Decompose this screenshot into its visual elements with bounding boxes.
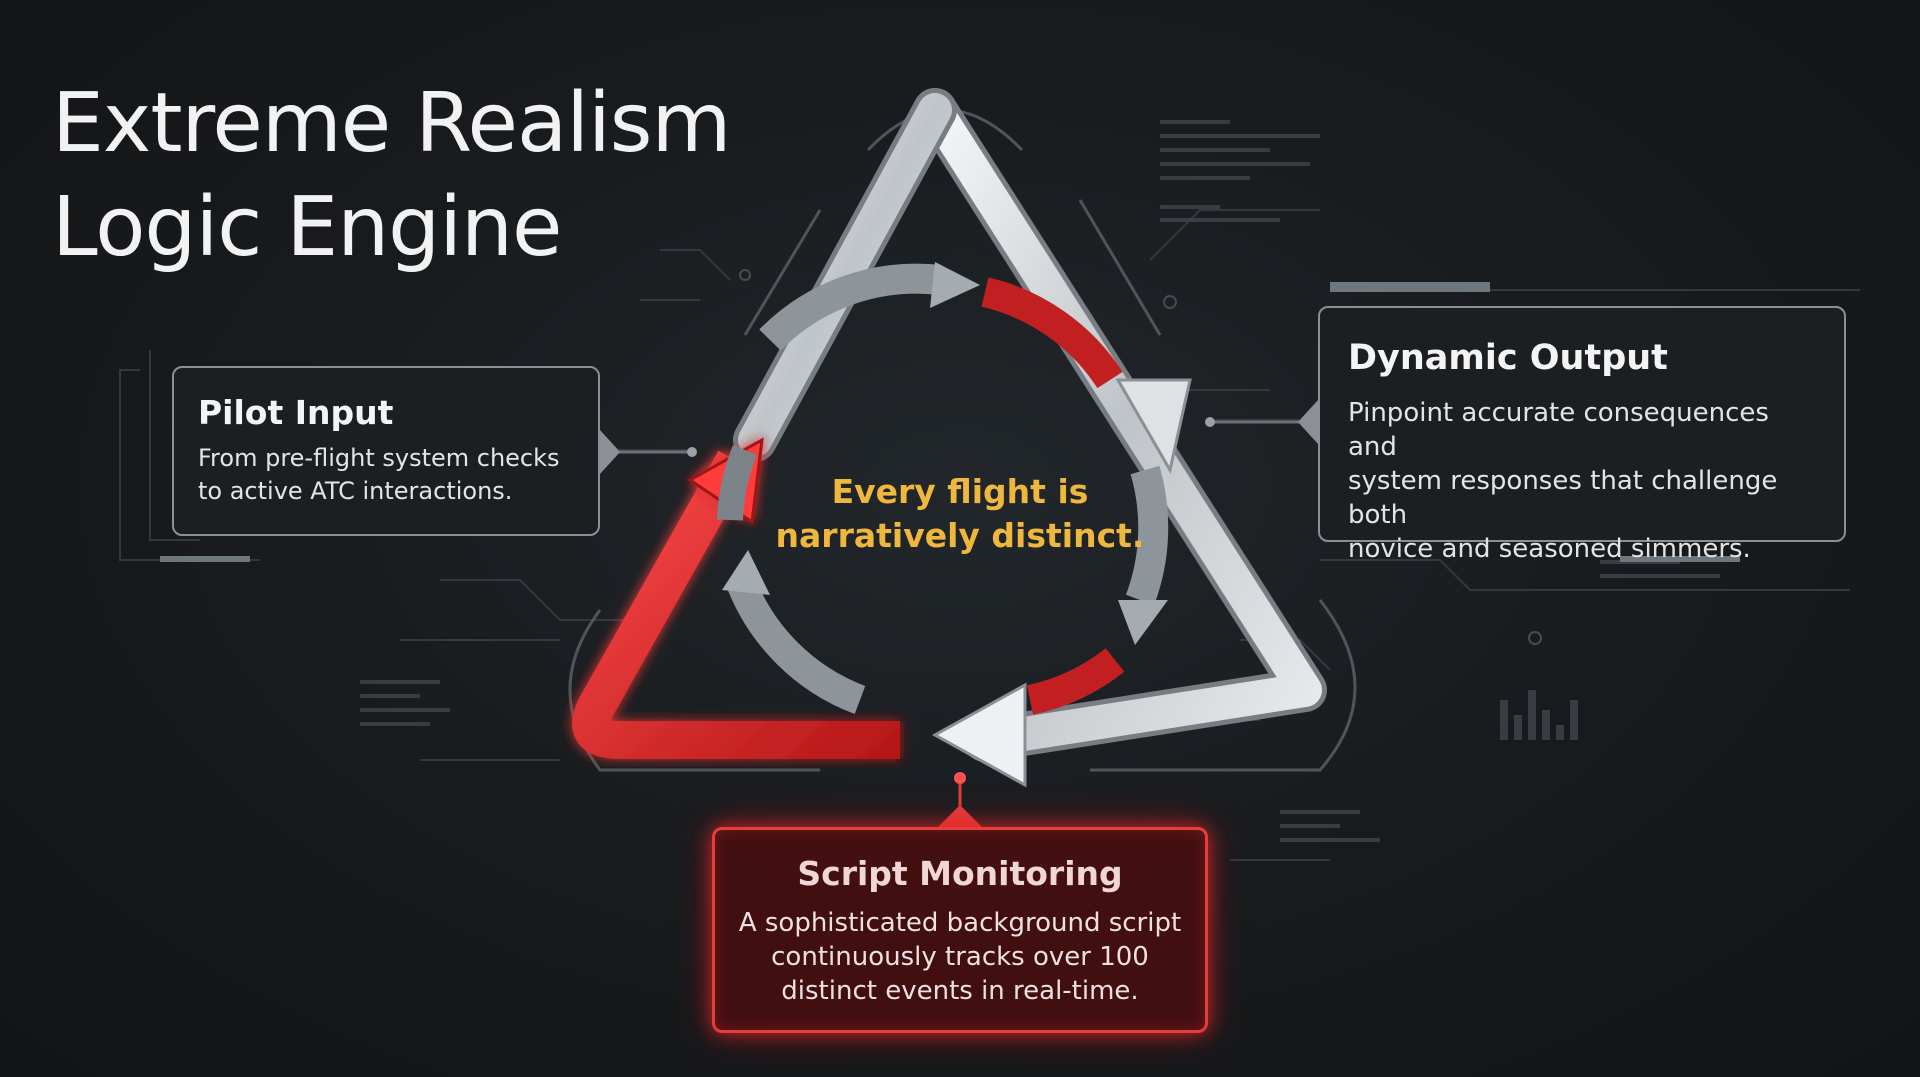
script-monitoring-line-1: A sophisticated background script (738, 908, 1182, 938)
triangle-red-edge (572, 450, 900, 759)
inner-arrow-bottom-red (1026, 648, 1125, 715)
inner-arrow-top-red (981, 277, 1123, 389)
connector-dot-bottom (954, 772, 966, 784)
center-statement: Every flight is narratively distinct. (760, 470, 1160, 558)
page-title-line-1: Extreme Realism (52, 76, 731, 171)
connector-dot-right (1205, 417, 1215, 427)
inner-arrow-right (1125, 465, 1169, 606)
dynamic-output-line-1: Pinpoint accurate consequences and (1348, 398, 1769, 462)
center-statement-line-1: Every flight is (831, 472, 1089, 511)
card-pointer-bottom (938, 805, 982, 827)
pilot-input-line-2: to active ATC interactions. (198, 477, 513, 505)
dynamic-output-card: Dynamic Output Pinpoint accurate consequ… (1318, 306, 1846, 564)
page-title: Extreme Realism Logic Engine (52, 72, 812, 280)
triangle-outline-frame (568, 108, 1357, 772)
script-monitoring-line-2: continuously tracks over 100 (771, 942, 1149, 972)
pilot-input-description: From pre-flight system checks to active … (198, 442, 574, 508)
inner-arrow-left (725, 574, 866, 715)
center-statement-line-2: narratively distinct. (775, 516, 1145, 555)
dynamic-output-title: Dynamic Output (1348, 338, 1668, 378)
connector-dot-left (687, 447, 697, 457)
pilot-input-card: Pilot Input From pre-flight system check… (172, 366, 600, 536)
card-pointer-left (600, 430, 620, 474)
script-monitoring-card: Script Monitoring A sophisticated backgr… (712, 827, 1208, 1033)
inner-arrow-left-top (717, 445, 758, 521)
arrowhead-bottom (931, 682, 1027, 788)
dynamic-output-description: Pinpoint accurate consequences and syste… (1348, 396, 1816, 566)
script-monitoring-description: A sophisticated background script contin… (735, 906, 1185, 1008)
pilot-input-line-1: From pre-flight system checks (198, 444, 560, 472)
dynamic-output-line-3: novice and seasoned simmers. (1348, 534, 1751, 564)
script-monitoring-line-3: distinct events in real-time. (781, 976, 1139, 1006)
inner-arrow-top (759, 263, 942, 351)
pilot-input-title: Pilot Input (198, 393, 394, 432)
arrowhead-right-top (1115, 378, 1192, 475)
script-monitoring-title: Script Monitoring (797, 854, 1123, 893)
page-title-line-2: Logic Engine (52, 180, 562, 275)
card-pointer-right (1298, 400, 1318, 444)
dynamic-output-line-2: system responses that challenge both (1348, 466, 1778, 530)
